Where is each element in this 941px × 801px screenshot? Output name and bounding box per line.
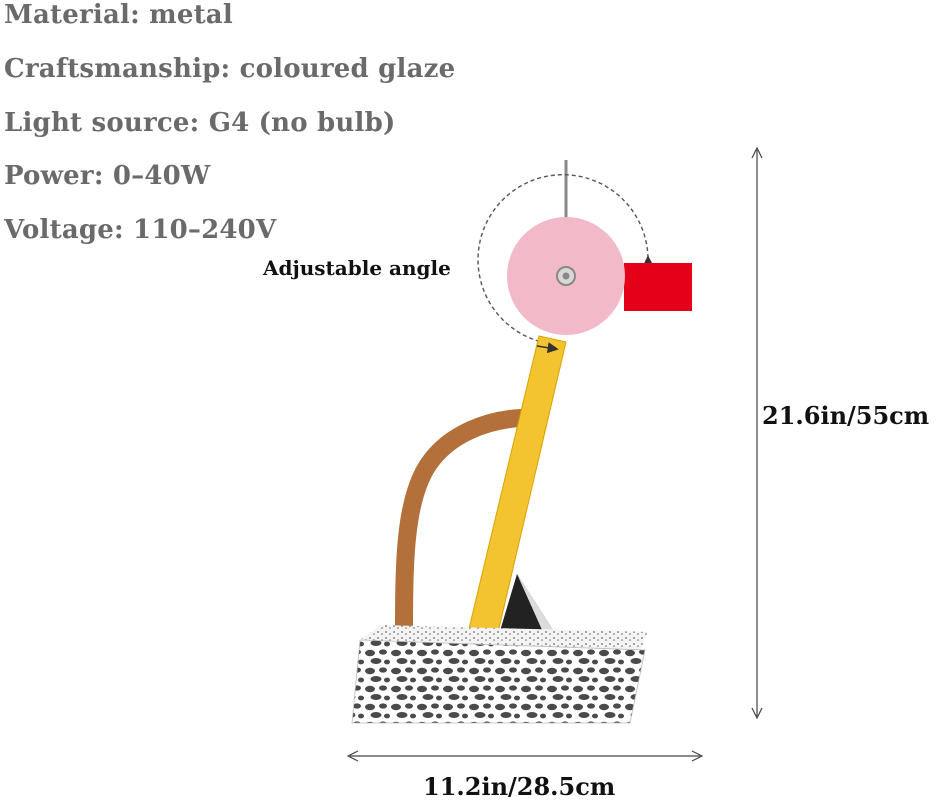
brown-arm bbox=[395, 409, 529, 641]
red-shade bbox=[624, 263, 692, 311]
base-top bbox=[360, 625, 648, 650]
spec-power: Power: 0–40W bbox=[4, 161, 211, 191]
arc-arrow-icon bbox=[536, 342, 559, 354]
spec-light-source: Light source: G4 (no bulb) bbox=[4, 108, 396, 138]
rotation-arc bbox=[477, 174, 654, 347]
terrazzo-base bbox=[351, 639, 646, 724]
adjustable-angle-label: Adjustable angle bbox=[263, 256, 451, 280]
width-dimension-line bbox=[346, 750, 704, 762]
spec-craftsmanship: Craftsmanship: coloured glaze bbox=[4, 54, 456, 84]
width-dimension-label: 11.2in/28.5cm bbox=[423, 772, 616, 801]
height-dimension-line bbox=[751, 146, 763, 720]
height-dimension-label: 21.6in/55cm bbox=[762, 401, 930, 430]
spec-voltage: Voltage: 110–240V bbox=[4, 215, 277, 245]
spec-material: Material: metal bbox=[4, 0, 233, 30]
